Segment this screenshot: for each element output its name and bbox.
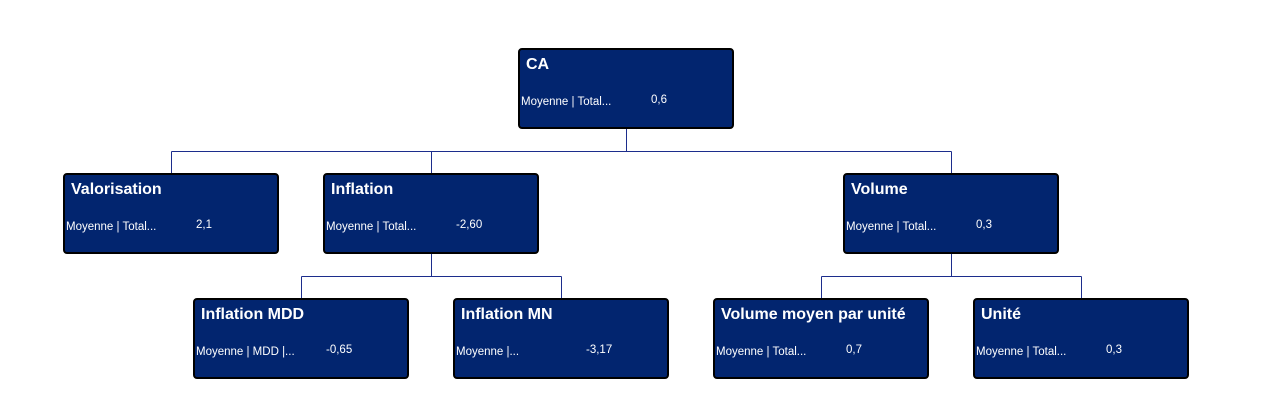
node-value: 0,3 [1106,344,1122,356]
node-valorisation[interactable]: Valorisation Moyenne | Total... 2,1 [63,173,279,254]
node-value: -3,17 [586,344,613,356]
node-metric: Moyenne | Total... [66,221,157,233]
node-metric: Moyenne |... [456,346,520,358]
node-metric: Moyenne | Total... [521,96,612,108]
node-title: Valorisation [71,181,162,198]
node-unite[interactable]: Unité Moyenne | Total... 0,3 [973,298,1189,379]
node-title: Inflation MN [461,306,553,323]
node-title: Unité [981,306,1021,323]
node-inflation[interactable]: Inflation Moyenne | Total... -2,60 [323,173,539,254]
node-value: 2,1 [196,219,212,231]
node-value: 0,3 [976,219,992,231]
node-value: 0,7 [846,344,862,356]
node-metric: Moyenne | Total... [976,346,1067,358]
node-inflation-mn[interactable]: Inflation MN Moyenne |... -3,17 [453,298,669,379]
node-metric: Moyenne | Total... [326,221,417,233]
node-title: Inflation MDD [201,306,305,323]
node-volume[interactable]: Volume Moyenne | Total... 0,3 [843,173,1059,254]
node-inflation-mdd[interactable]: Inflation MDD Moyenne | MDD |... -0,65 [193,298,409,379]
node-metric: Moyenne | Total... [846,221,937,233]
node-title: CA [526,56,550,73]
node-ca[interactable]: CA Moyenne | Total... 0,6 [518,48,734,129]
node-value: -2,60 [456,219,483,231]
node-metric: Moyenne | MDD |... [196,346,295,358]
node-title: Volume [851,181,908,198]
node-title: Inflation [331,181,394,198]
node-value: -0,65 [326,344,353,356]
node-metric: Moyenne | Total... [716,346,807,358]
node-title: Volume moyen par unité [721,306,906,323]
node-value: 0,6 [651,94,667,106]
node-volume-moyen-par-unite[interactable]: Volume moyen par unité Moyenne | Total..… [713,298,929,379]
